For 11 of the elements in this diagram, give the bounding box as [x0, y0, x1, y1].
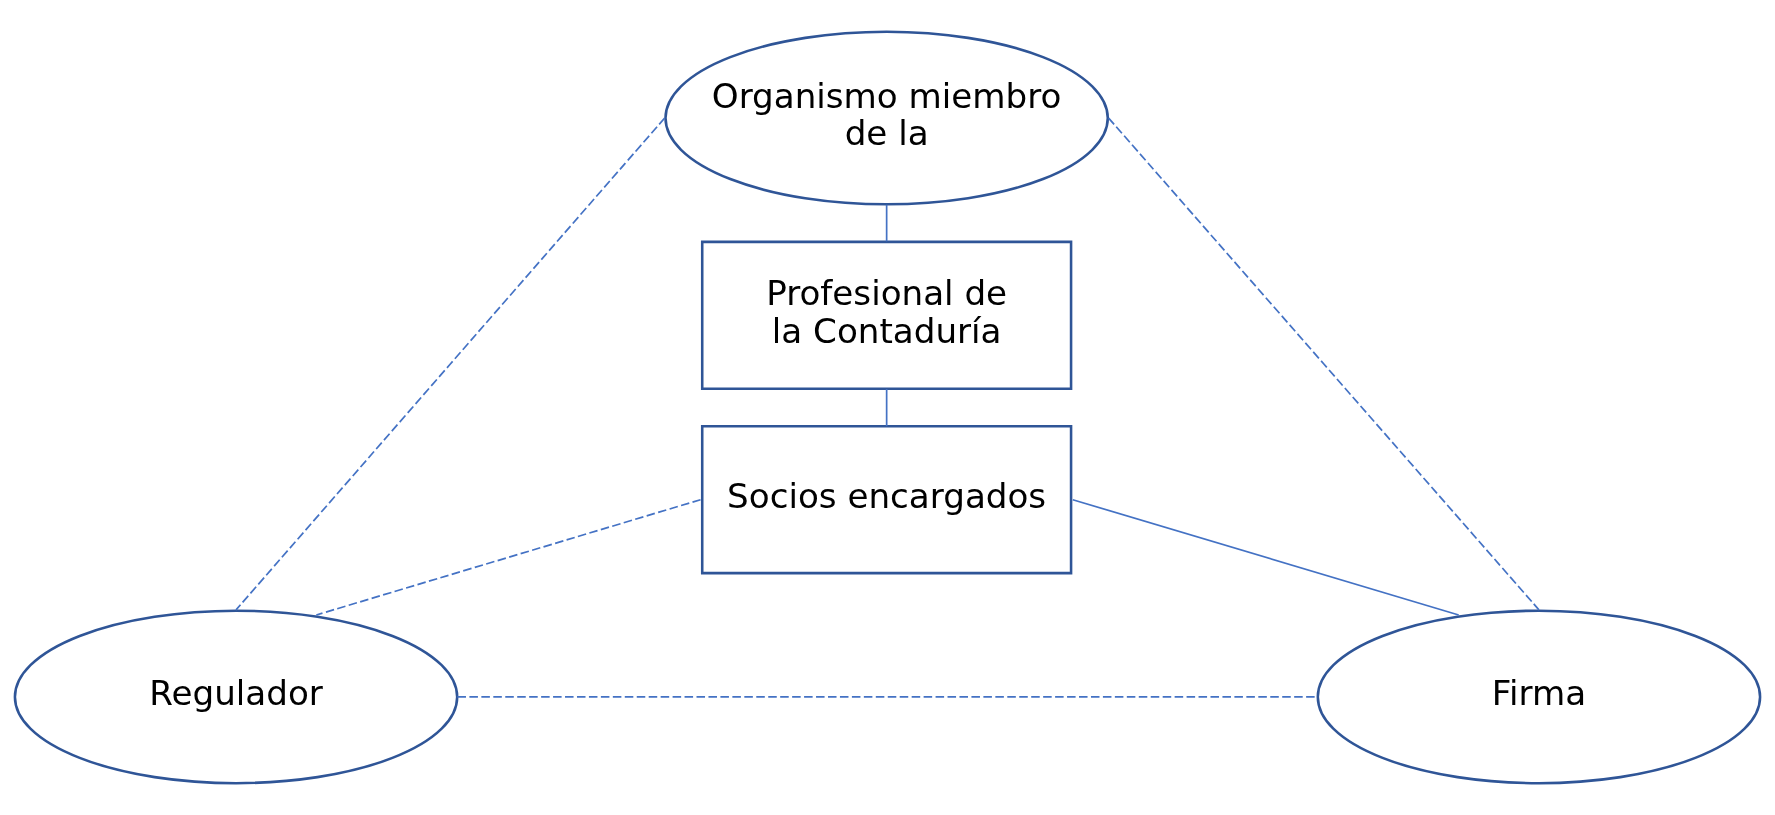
node-box: Profesional de la Contaduría	[700, 240, 1073, 390]
node-ellipse: Firma	[1316, 609, 1762, 785]
connector	[1107, 117, 1540, 611]
connector	[315, 498, 702, 616]
connector	[1071, 498, 1460, 616]
connector	[235, 117, 666, 611]
node-ellipse: Regulador	[13, 609, 459, 785]
connector	[885, 203, 888, 243]
node-ellipse: Organismo miembro de la	[664, 30, 1110, 206]
node-box: Socios encargados	[700, 425, 1073, 575]
connector	[885, 388, 888, 428]
